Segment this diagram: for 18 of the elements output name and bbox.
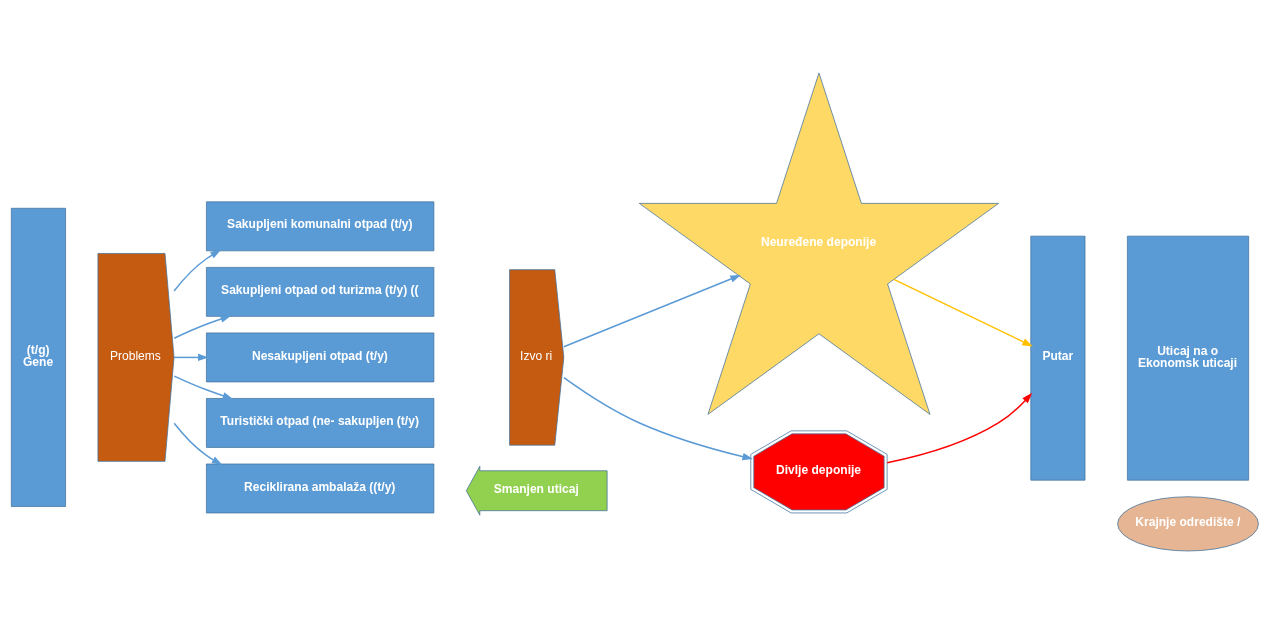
arrow xyxy=(173,353,209,361)
node-box: Putar xyxy=(1030,235,1086,481)
node-box: Sakupljeni komunalni otpad (t/y) xyxy=(206,201,435,251)
node-box: Reciklirana ambalaža ((t/y) xyxy=(206,463,435,513)
node-box: Nesakupljeni otpad (t/y) xyxy=(206,332,435,382)
node-box: Sakupljeni otpad od turizma (t/y) (( xyxy=(206,266,435,317)
arrow xyxy=(173,249,222,292)
arrow xyxy=(886,392,1033,463)
arrow xyxy=(173,374,234,399)
arrow xyxy=(893,278,1033,346)
node-box: Uticaj na o Ekonomsk uticaji xyxy=(1127,235,1250,481)
arrow xyxy=(173,315,232,339)
node-box: (t/g) Gene xyxy=(10,207,66,507)
node-ellipse: Krajnje odredište / xyxy=(1117,495,1259,551)
arrow xyxy=(173,421,223,465)
arrow xyxy=(563,274,741,347)
arrow xyxy=(563,376,753,460)
node-box: Turistički otpad (ne- sakupljen (t/y) xyxy=(206,397,435,448)
